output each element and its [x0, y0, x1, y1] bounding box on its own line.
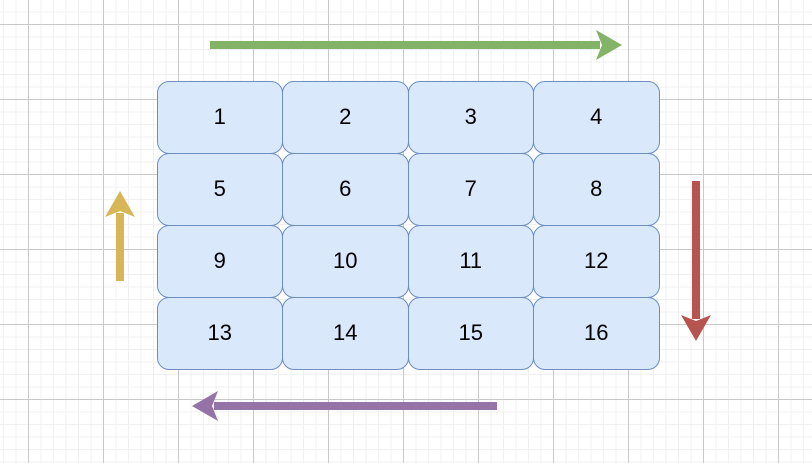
matrix-cell[interactable]: 5: [156, 152, 283, 226]
matrix-cell[interactable]: 8: [533, 152, 660, 226]
matrix-cell[interactable]: 10: [282, 224, 409, 298]
matrix-cell-label: 8: [590, 176, 603, 201]
arrow-up-yellow-icon[interactable]: [105, 191, 135, 281]
arrow-down-red-icon[interactable]: [681, 181, 711, 341]
matrix-cell[interactable]: 13: [156, 296, 283, 370]
matrix-cell[interactable]: 3: [407, 80, 534, 154]
matrix-cell-label: 6: [339, 176, 352, 201]
matrix-cell-label: 5: [213, 176, 226, 201]
matrix-cell[interactable]: 9: [156, 224, 283, 298]
matrix-cell[interactable]: 1: [156, 80, 283, 154]
matrix-cell-label: 2: [339, 104, 352, 129]
matrix-cell-label: 11: [459, 248, 483, 273]
matrix-cell[interactable]: 14: [282, 296, 409, 370]
matrix-cell-label: 14: [333, 320, 358, 345]
matrix-cell-label: 9: [213, 248, 226, 273]
matrix-cell-label: 12: [584, 248, 609, 273]
matrix-cell[interactable]: 15: [407, 296, 534, 370]
matrix-cell[interactable]: 11: [407, 224, 534, 298]
matrix-cell[interactable]: 12: [533, 224, 660, 298]
matrix-cell-label: 3: [464, 104, 477, 129]
matrix-cell-label: 16: [584, 320, 609, 345]
matrix-cell-label: 1: [213, 104, 226, 129]
matrix-cell[interactable]: 2: [282, 80, 409, 154]
matrix-cell[interactable]: 6: [282, 152, 409, 226]
matrix-grid: 1 2 3 4 5 6 7 8 9 10 11 12 13 14 15 16: [156, 80, 660, 370]
matrix-cell-label: 13: [207, 320, 232, 345]
matrix-cell[interactable]: 7: [407, 152, 534, 226]
matrix-cell-label: 7: [464, 176, 477, 201]
matrix-cell-label: 15: [458, 320, 483, 345]
arrow-right-green-icon[interactable]: [210, 30, 622, 60]
matrix-cell-label: 4: [590, 104, 603, 129]
matrix-cell-label: 10: [333, 248, 358, 273]
matrix-cell[interactable]: 4: [533, 80, 660, 154]
matrix-cell[interactable]: 16: [533, 296, 660, 370]
arrow-left-purple-icon[interactable]: [192, 391, 497, 421]
